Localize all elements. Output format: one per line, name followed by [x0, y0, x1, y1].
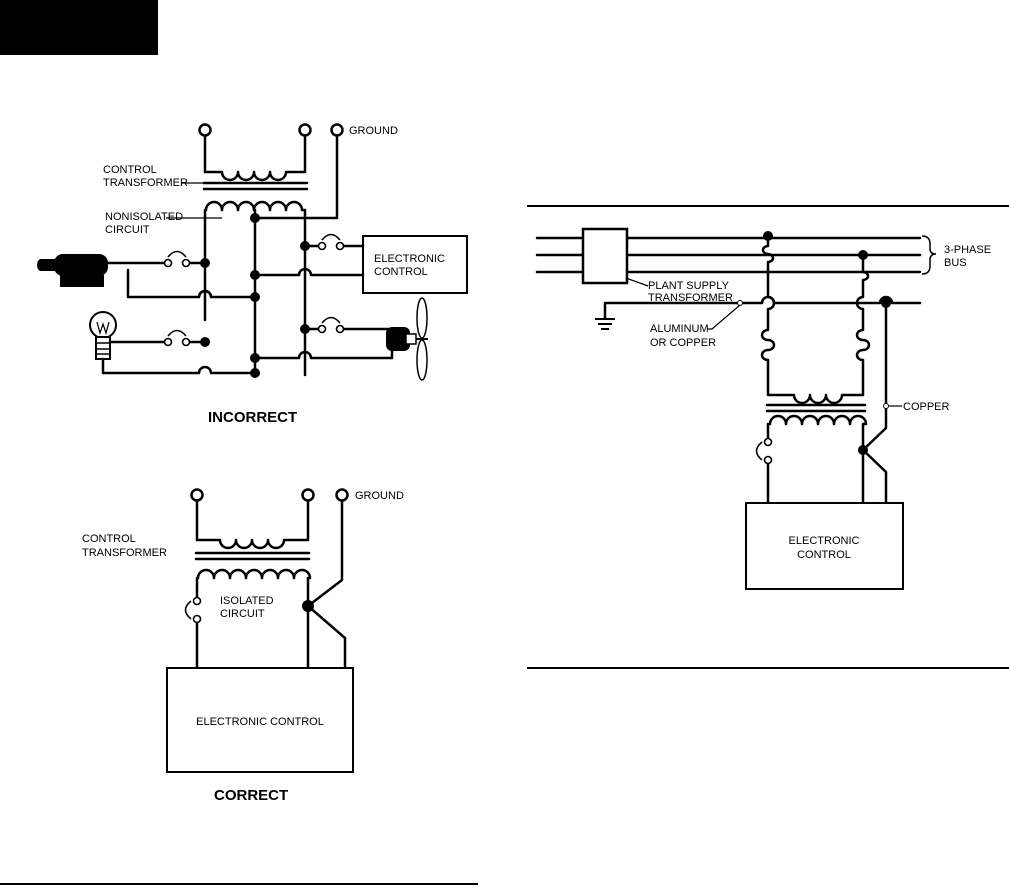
switch-icon [184, 600, 192, 620]
ground-terminal [330, 123, 344, 137]
switch-icon [335, 324, 345, 334]
conductor-label: OR COPPER [650, 337, 716, 349]
ground-wire [306, 499, 347, 670]
wire-crossover [197, 289, 213, 298]
ground-label: GROUND [355, 490, 404, 502]
plant-transformer-box [581, 227, 629, 285]
control-label: ELECTRONIC CONTROL [196, 716, 324, 728]
secondary-winding [195, 568, 312, 670]
incorrect-caption: INCORRECT [208, 409, 297, 426]
label-leader [625, 277, 649, 287]
conductor-label: ALUMINUM [650, 323, 709, 335]
plant-transformer-label: PLANT SUPPLY [648, 280, 730, 292]
primary-terminal-right [301, 488, 315, 502]
header-block [0, 0, 158, 55]
junction-dot [200, 337, 210, 347]
junction-dot [858, 445, 868, 455]
correct-diagram: GROUND CONTROL TRANSFORMER ISOLATED CIRC… [82, 488, 404, 804]
switch-icon [317, 241, 327, 251]
supply-diagram: 3-PHASE BUS PLANT SUPPLY TRANSFORMER ALU… [527, 205, 1009, 669]
junction-dot [250, 292, 260, 302]
lamp-return-wire [101, 357, 257, 375]
light-bulb-icon [89, 311, 117, 360]
switch-icon [763, 455, 773, 465]
primary-terminal-left [190, 488, 204, 502]
control-label: CONTROL [797, 549, 851, 561]
transformer-label: TRANSFORMER [82, 547, 167, 559]
fan-icon [386, 297, 428, 381]
switch-icon [163, 258, 173, 268]
primary-winding [203, 134, 307, 182]
primary-lead-left [760, 234, 871, 405]
bus-label: BUS [944, 257, 967, 269]
switch-icon [192, 596, 202, 606]
plant-transformer-label: TRANSFORMER [648, 292, 733, 304]
conductor-marker [883, 403, 889, 409]
electronic-control-box [166, 667, 354, 773]
primary-terminal-right [298, 123, 312, 137]
circuit-label: ISOLATED [220, 595, 274, 607]
circuit-label: CIRCUIT [105, 224, 150, 236]
primary-winding [195, 499, 310, 550]
circuit-label: NONISOLATED [105, 211, 183, 223]
bus-label: 3-PHASE [944, 244, 991, 256]
secondary-winding [766, 414, 868, 505]
label-leader [707, 304, 741, 330]
primary-terminal-left [198, 123, 212, 137]
switch-icon [163, 337, 173, 347]
junction-dot [250, 353, 260, 363]
control-return-wire [253, 267, 365, 277]
switch-icon [181, 337, 191, 347]
earth-ground-icon [595, 318, 615, 330]
ground-label: GROUND [349, 125, 398, 137]
switch-icon [335, 241, 345, 251]
switch-icon [763, 437, 773, 447]
transformer-label: CONTROL [82, 533, 136, 545]
control-label: ELECTRONIC [789, 535, 860, 547]
junction-dot [250, 368, 260, 378]
switch-icon [321, 316, 341, 324]
incorrect-diagram: GROUND CONTROL TRANSFORMER NONISOLATED C… [37, 123, 468, 426]
transformer-label: TRANSFORMER [103, 177, 188, 189]
switch-icon [755, 441, 763, 461]
electronic-control-box [362, 235, 468, 294]
switch-icon [321, 233, 341, 241]
correct-caption: CORRECT [214, 787, 288, 804]
transformer-label: CONTROL [103, 164, 157, 176]
switch-icon [167, 329, 187, 337]
conductor-marker [737, 300, 743, 306]
switch-icon [192, 614, 202, 624]
ground-wire [253, 134, 339, 220]
control-label: ELECTRONIC [374, 253, 445, 265]
junction-dot [250, 270, 260, 280]
bus-brace [921, 235, 937, 275]
junction-dot [200, 258, 210, 268]
motor-return-wire [126, 268, 257, 299]
electronic-control-box [745, 502, 904, 590]
switch-icon [317, 324, 327, 334]
control-label: CONTROL [374, 266, 428, 278]
copper-ground-wire [861, 301, 888, 505]
switch-icon [181, 258, 191, 268]
fan-return-wire [253, 348, 394, 360]
switch-icon [167, 250, 187, 258]
copper-label: COPPER [903, 401, 950, 413]
motor-icon [37, 254, 108, 287]
junction-dot [302, 600, 314, 612]
ground-terminal [335, 488, 349, 502]
circuit-label: CIRCUIT [220, 608, 265, 620]
